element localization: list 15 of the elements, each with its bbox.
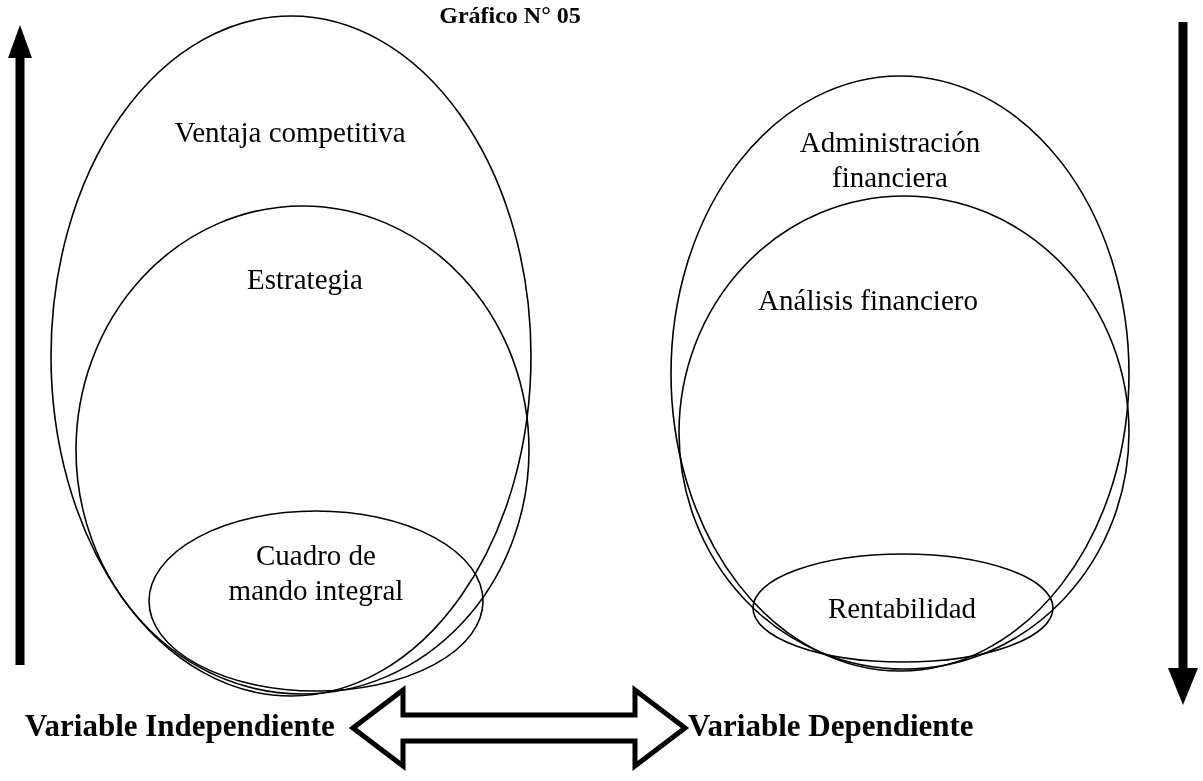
diagram-title: Gráfico N° 05 <box>438 2 582 29</box>
oval-shape <box>670 75 1130 672</box>
oval-label: Administración financiera <box>798 125 982 195</box>
oval-shape <box>75 205 530 695</box>
oval-label: Estrategia <box>246 262 364 297</box>
oval-label: Rentabilidad <box>826 591 978 626</box>
oval-label: Análisis financiero <box>757 283 979 318</box>
oval-label: Cuadro de mando integral <box>227 538 405 608</box>
oval-shape <box>752 553 1054 663</box>
oval-shape <box>678 195 1130 670</box>
oval-shape <box>148 510 484 692</box>
variable-label: Variable Dependiente <box>688 708 988 748</box>
variable-label: Variable Independiente <box>25 708 350 748</box>
oval-label: Ventaja competitiva <box>173 115 407 150</box>
double-arrow <box>348 684 690 772</box>
